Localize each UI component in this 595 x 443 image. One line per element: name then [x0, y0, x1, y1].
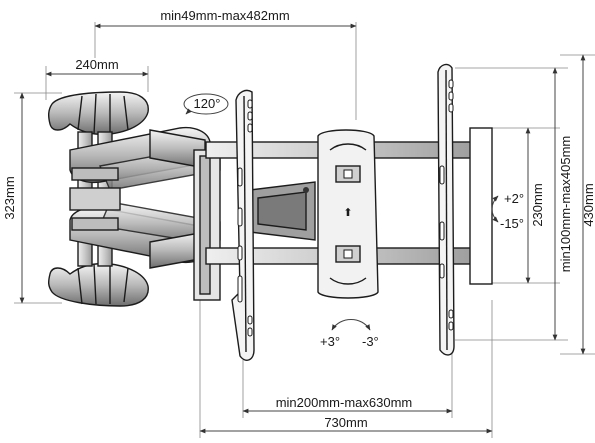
vesa-horizontal-label: min200mm-max630mm — [276, 395, 413, 410]
vesa-vertical-range-dimension: min100mm-max405mm — [455, 67, 573, 341]
tilt-indicator: +2° -15° — [491, 191, 524, 231]
rotation-indicator: 120° — [183, 93, 229, 115]
right-arm-slots — [439, 79, 454, 331]
tilt-carriage — [193, 149, 316, 301]
overall-width-dimension: 730mm — [199, 300, 493, 438]
overall-height-label: 430mm — [581, 183, 595, 226]
arm-width-label: 240mm — [75, 57, 118, 72]
swivel-minus-label: -3° — [362, 334, 379, 349]
wall-plate-height-label: 323mm — [2, 176, 17, 219]
top-span-label: min49mm-max482mm — [160, 8, 289, 23]
swivel-plus-label: +3° — [320, 334, 340, 349]
top-span-dimension: min49mm-max482mm — [94, 8, 357, 120]
vesa-vertical-label: 230mm — [530, 183, 545, 226]
right-vesa-arm — [437, 63, 455, 356]
swing-arms — [69, 126, 221, 269]
swivel-indicator: +3° -3° — [320, 319, 379, 349]
up-arrow-icon: ⬆ — [343, 207, 352, 219]
center-mount-plate: ⬆ — [317, 129, 379, 299]
left-vesa-arm — [231, 89, 255, 361]
tilt-down-label: -15° — [500, 216, 524, 231]
arm-width-dimension: 240mm — [45, 57, 149, 100]
wall-plate-height-dimension: 323mm — [2, 92, 62, 304]
vesa-horizontal-dimension: min200mm-max630mm — [242, 350, 453, 418]
tilt-up-label: +2° — [504, 191, 524, 206]
left-arm-slots — [237, 99, 253, 337]
overall-height-dimension: 430mm — [560, 54, 595, 355]
vesa-vertical-dimension: 230mm — [492, 127, 560, 284]
rotation-label: 120° — [194, 96, 221, 111]
overall-width-label: 730mm — [324, 415, 367, 430]
vesa-vertical-range-label: min100mm-max405mm — [558, 136, 573, 273]
